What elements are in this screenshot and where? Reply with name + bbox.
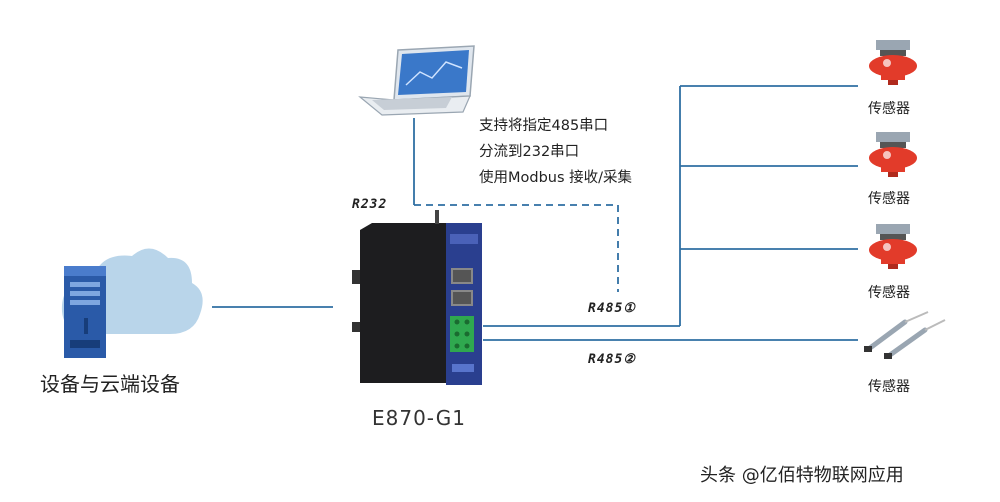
sensor-level-meter-2 [869, 132, 917, 177]
r232-port-label: R232 [352, 197, 388, 212]
sensor-level-meter-1 [869, 40, 917, 85]
forward-note: 支持将指定485串口 分流到232串口 使用Modbus 接收/采集 [479, 113, 632, 191]
note-line-3: 使用Modbus 接收/采集 [479, 170, 633, 186]
dashed-forward-line [414, 204, 619, 292]
r485-1-port-label: R485① [588, 301, 636, 316]
connection-lines [212, 85, 858, 341]
note-line-2: 分流到232串口 [479, 144, 580, 160]
sensor-label-1: 传感器 [868, 101, 910, 117]
sensor-label-3: 传感器 [868, 285, 910, 301]
device-model-label: E870-G1 [372, 406, 466, 430]
e870-g1-device [352, 210, 482, 385]
watermark-text: 头条 @亿佰特物联网应用 [700, 465, 904, 486]
cloud-device-label: 设备与云端设备 [40, 372, 180, 396]
laptop-icon [358, 45, 475, 116]
r485-2-port-label: R485② [588, 352, 636, 367]
sensor-probe-pair [864, 311, 946, 359]
sensor-label-2: 传感器 [868, 191, 910, 207]
cloud-server-icon [61, 248, 203, 358]
note-line-1: 支持将指定485串口 [479, 118, 609, 134]
sensor-level-meter-3 [869, 224, 917, 269]
sensor-label-4: 传感器 [868, 379, 910, 395]
